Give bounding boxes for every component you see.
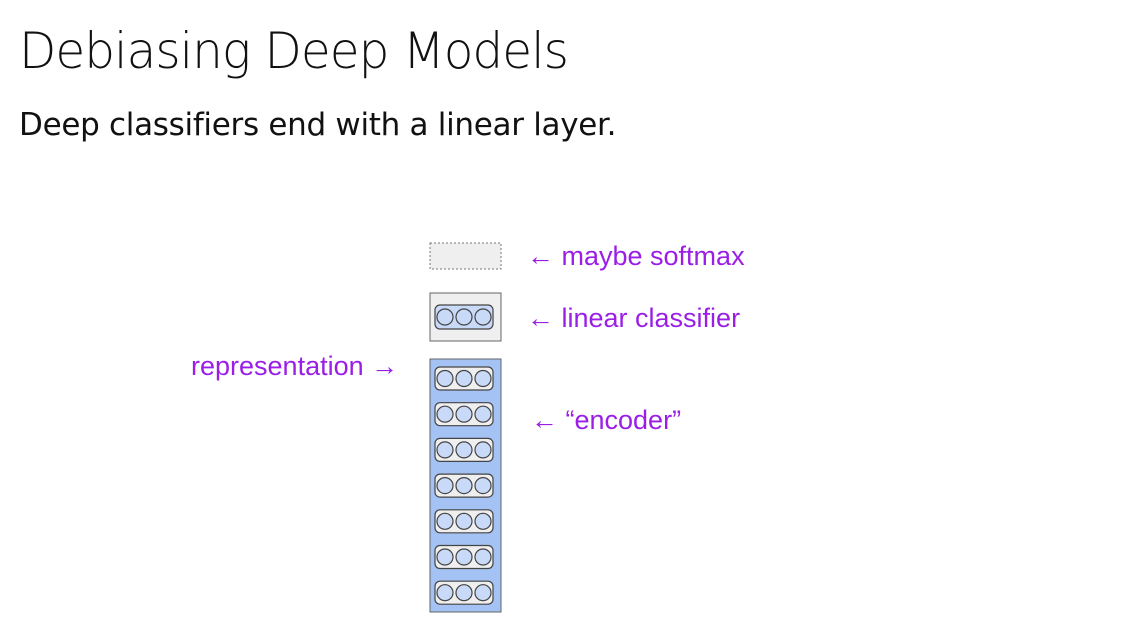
encoder-layer — [434, 366, 494, 391]
neuron-icon — [436, 369, 454, 388]
neuron-icon — [474, 405, 492, 423]
encoder-layer — [434, 473, 494, 498]
neuron-icon — [436, 477, 454, 495]
neuron-icon — [455, 308, 473, 326]
neuron-icon — [436, 512, 454, 530]
neuron-icon — [455, 369, 473, 388]
encoder-stack — [429, 358, 502, 613]
encoder-layer — [434, 509, 494, 534]
encoder-layer — [434, 402, 494, 427]
softmax-label: ← maybe softmax — [527, 241, 745, 271]
neuron-icon — [455, 405, 473, 423]
neuron-icon — [455, 477, 473, 495]
encoder-label: ← “encoder” — [531, 405, 681, 435]
slide-title: Debiasing Deep Models — [19, 22, 569, 80]
neuron-icon — [474, 308, 492, 326]
linear-classifier-label: ← linear classifier — [527, 303, 740, 333]
linear-classifier-neurons — [434, 304, 494, 330]
neuron-icon — [436, 441, 454, 459]
neuron-icon — [436, 405, 454, 423]
encoder-layer — [434, 437, 494, 462]
encoder-layer — [434, 544, 494, 570]
neuron-icon — [436, 548, 454, 566]
encoder-layer — [434, 580, 494, 605]
neuron-icon — [474, 441, 492, 459]
neuron-icon — [474, 369, 492, 388]
neuron-icon — [474, 584, 492, 602]
neuron-icon — [455, 584, 473, 602]
neuron-icon — [436, 584, 454, 602]
slide-subtitle: Deep classifiers end with a linear layer… — [19, 107, 617, 143]
neuron-icon — [455, 441, 473, 459]
neuron-icon — [436, 308, 454, 326]
neuron-icon — [474, 512, 492, 530]
softmax-box — [429, 242, 502, 270]
neuron-icon — [455, 548, 473, 566]
neuron-icon — [474, 548, 492, 566]
neuron-icon — [474, 477, 492, 495]
neuron-icon — [455, 512, 473, 530]
linear-classifier-box — [429, 292, 502, 342]
representation-label: representation → — [191, 351, 398, 381]
